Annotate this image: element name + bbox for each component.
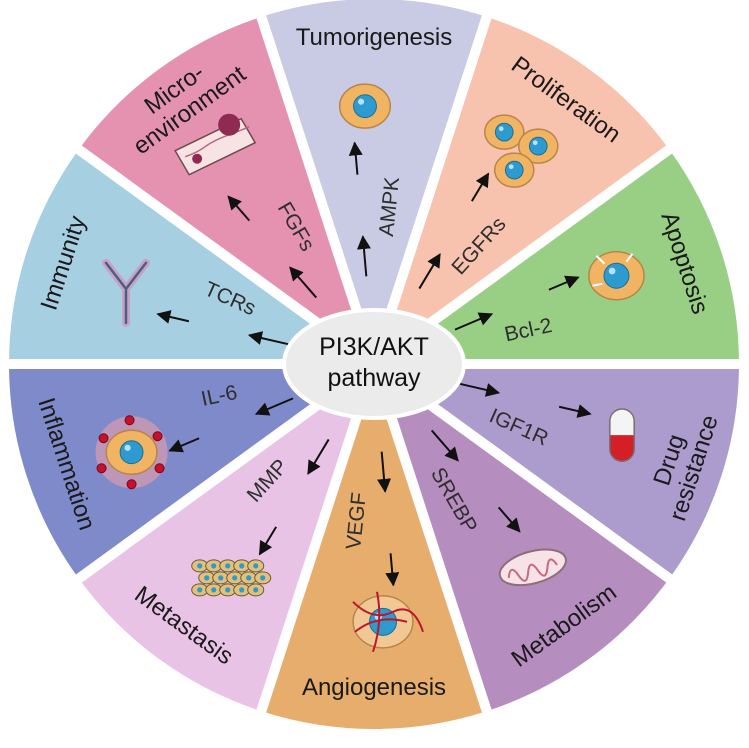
dividing-cells-icon (483, 114, 559, 188)
segment-drug-resistance-wedge (358, 359, 749, 589)
segment-microenvironment-arrow-outer (227, 195, 251, 222)
segment-drug-resistance-arrow-inner (459, 382, 501, 397)
vascularized-cell-icon (352, 591, 424, 653)
center-hub: PI3K/AKT pathway (282, 308, 466, 420)
t-cell-receptor-icon (101, 258, 150, 327)
capsule-icon (609, 408, 635, 462)
segment-proliferation-wedge (364, 5, 681, 378)
segment-proliferation-arrow-inner (418, 253, 441, 290)
segment-inflammation-wedge (0, 359, 390, 589)
segment-metastasis-arrow-inner (307, 438, 330, 475)
segment-tumorigenesis-label: Tumorigenesis (296, 24, 453, 51)
segment-immunity-arrow-outer (156, 310, 190, 324)
vessel-tissue-icon (174, 113, 257, 176)
segment-metastasis-wedge (67, 350, 384, 723)
segment-metabolism-arrow-outer (497, 506, 521, 533)
segment-metastasis-arrow-outer (258, 526, 277, 556)
cell-cluster-icon (191, 559, 272, 597)
segment-drug-resistance-arrow-outer (558, 404, 592, 418)
segment-proliferation-arrow-outer (471, 172, 490, 202)
segment-tumorigenesis-wedge (253, 0, 495, 381)
segment-apoptosis-arrow-outer (548, 275, 580, 291)
cancer-cell-icon (338, 83, 392, 129)
segment-tumorigenesis-arrow-inner (356, 235, 371, 277)
segment-metabolism-arrow-inner (430, 429, 459, 462)
segment-apoptosis-wedge (358, 139, 749, 369)
segment-tumorigenesis-arrow-outer (348, 141, 363, 175)
segment-angiogenesis-label: Angiogenesis (302, 674, 446, 701)
inflamed-cell-icon (95, 415, 168, 490)
segment-angiogenesis-wedge (253, 347, 495, 739)
segment-immunity-arrow-inner (247, 331, 289, 346)
segment-microenvironment-arrow-inner (289, 266, 318, 299)
segment-angiogenesis-arrow-inner (377, 451, 392, 493)
segment-inflammation-arrow-outer (168, 437, 200, 453)
center-title: PI3K/AKT (319, 333, 429, 361)
mitochondrion-icon (498, 548, 567, 587)
center-ellipse (282, 308, 466, 420)
center-subtitle: pathway (327, 364, 421, 392)
segment-inflammation-arrow-inner (254, 397, 294, 416)
segment-immunity-wedge (0, 139, 390, 369)
segment-angiogenesis-arrow-outer (385, 553, 400, 587)
apoptotic-cell-icon (588, 251, 645, 301)
segment-apoptosis-arrow-inner (454, 312, 494, 331)
